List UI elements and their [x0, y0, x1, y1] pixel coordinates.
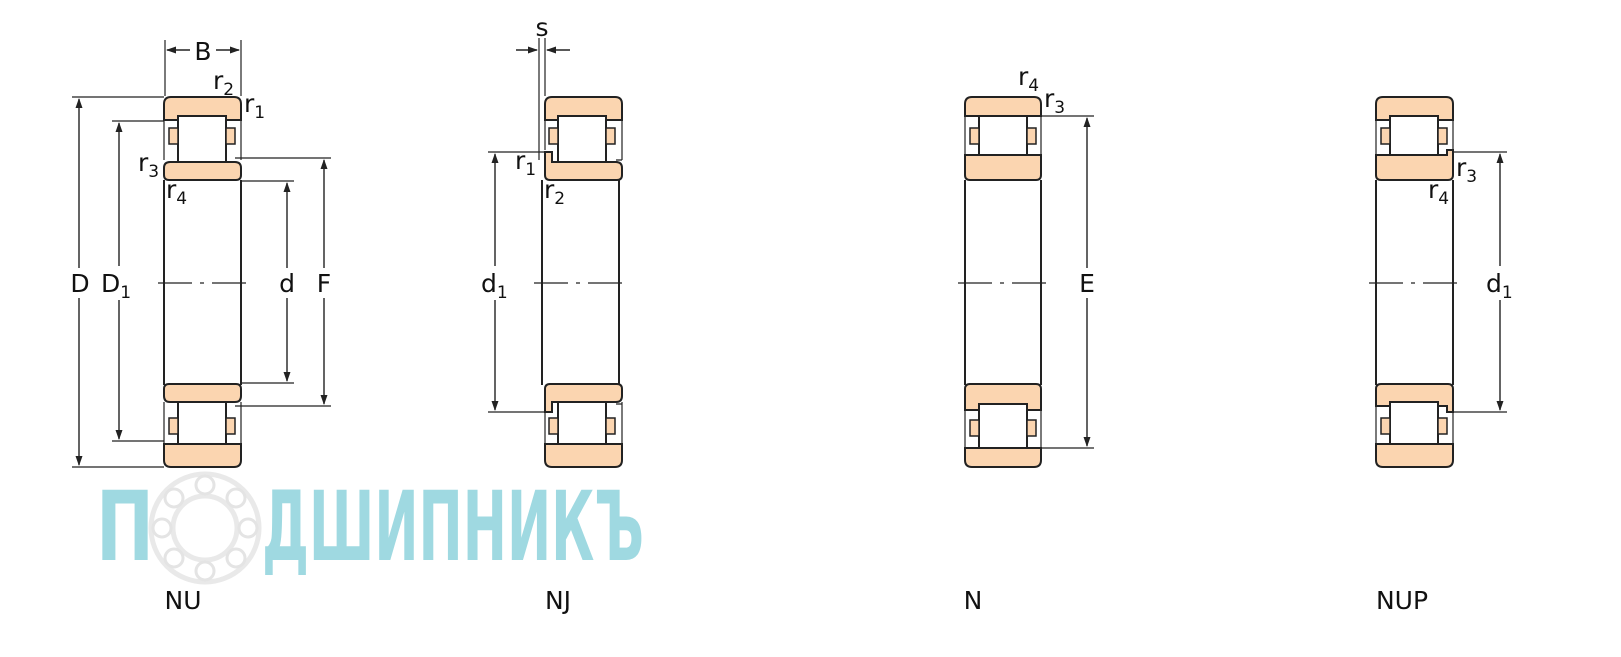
- watermark-letters-rest: ДШИПНИКЪ: [262, 471, 644, 583]
- nu-cage-left-top: [168, 127, 179, 145]
- nj-cage-right-bottom: [605, 417, 616, 435]
- n-inner-ring-top: [964, 154, 1042, 181]
- nup-roller-bottom: [1389, 401, 1439, 449]
- nu-label-r1: r1: [244, 89, 265, 123]
- n-outer-ring-bottom: [964, 447, 1042, 468]
- bearing-n: E r4 r3 N: [958, 62, 1098, 615]
- n-roller-bottom: [978, 403, 1028, 449]
- nj-cage-right-top: [605, 127, 616, 145]
- nu-label-d-outer: D: [70, 269, 89, 298]
- nu-label-b: B: [194, 37, 211, 66]
- n-caption: N: [964, 586, 983, 615]
- n-label-r3: r3: [1044, 84, 1065, 118]
- watermark-letter-first: П: [96, 471, 154, 583]
- nu-cage-right-bottom: [225, 417, 236, 435]
- nu-inner-ring-bottom: [163, 383, 242, 403]
- nj-roller-bottom: [557, 401, 607, 449]
- nj-label-d1: d1: [481, 269, 508, 303]
- n-cage-right-top: [1026, 127, 1037, 145]
- nup-label-r4: r4: [1428, 175, 1449, 209]
- bearing-nj: s d1 r1 r2 NJ: [479, 13, 628, 615]
- nu-label-r3: r3: [138, 148, 159, 182]
- n-cage-left-bottom: [969, 419, 980, 437]
- nu-cage-right-top: [225, 127, 236, 145]
- nj-label-r1: r1: [515, 146, 536, 180]
- nj-roller-top: [557, 115, 607, 163]
- nj-inner-ring-bottom: [544, 383, 623, 413]
- nup-cage-left-top: [1380, 127, 1391, 145]
- nup-outer-ring-top: [1375, 96, 1454, 121]
- nup-inner-ring-top: [1375, 149, 1454, 181]
- nu-outer-ring-top: [163, 96, 242, 121]
- nu-roller-top: [177, 115, 227, 163]
- nu-outer-ring-bottom: [163, 443, 242, 468]
- nj-label-s: s: [535, 13, 548, 42]
- bearing-nu: B D D1 d F r2 r1 r3 r4 NU: [67, 36, 335, 615]
- nu-label-d-bore: d: [279, 269, 295, 298]
- nup-label-r3: r3: [1456, 153, 1477, 187]
- nu-inner-ring-top: [163, 161, 242, 181]
- bearing-nup: d1 r3 r4 NUP: [1369, 96, 1516, 615]
- nj-inner-ring-top: [544, 151, 623, 181]
- n-outer-ring-top: [964, 96, 1042, 117]
- watermark-logo: П ДШИПНИКЪ: [96, 471, 644, 585]
- nu-label-f: F: [317, 269, 331, 298]
- nup-cage-right-top: [1437, 127, 1448, 145]
- n-label-e: E: [1079, 269, 1095, 298]
- nu-label-r4: r4: [166, 175, 187, 209]
- nj-outer-ring-top: [544, 96, 623, 121]
- nup-caption: NUP: [1376, 586, 1428, 615]
- nj-caption: NJ: [545, 586, 571, 615]
- nu-label-d1: D1: [101, 269, 131, 303]
- nj-cage-left-bottom: [548, 417, 559, 435]
- n-cage-left-top: [969, 127, 980, 145]
- nup-outer-ring-bottom: [1375, 443, 1454, 468]
- n-label-r4: r4: [1018, 62, 1039, 96]
- nu-label-r2: r2: [213, 66, 234, 100]
- nup-label-d1: d1: [1486, 269, 1513, 303]
- n-cage-right-bottom: [1026, 419, 1037, 437]
- nu-caption: NU: [165, 586, 202, 615]
- watermark-bearing-icon: [148, 471, 262, 585]
- nu-cage-left-bottom: [168, 417, 179, 435]
- nup-cage-left-bottom: [1380, 417, 1391, 435]
- nup-cage-right-bottom: [1437, 417, 1448, 435]
- nj-cage-left-top: [548, 127, 559, 145]
- nj-outer-ring-bottom: [544, 443, 623, 468]
- nu-roller-bottom: [177, 401, 227, 449]
- nj-label-r2: r2: [544, 175, 565, 209]
